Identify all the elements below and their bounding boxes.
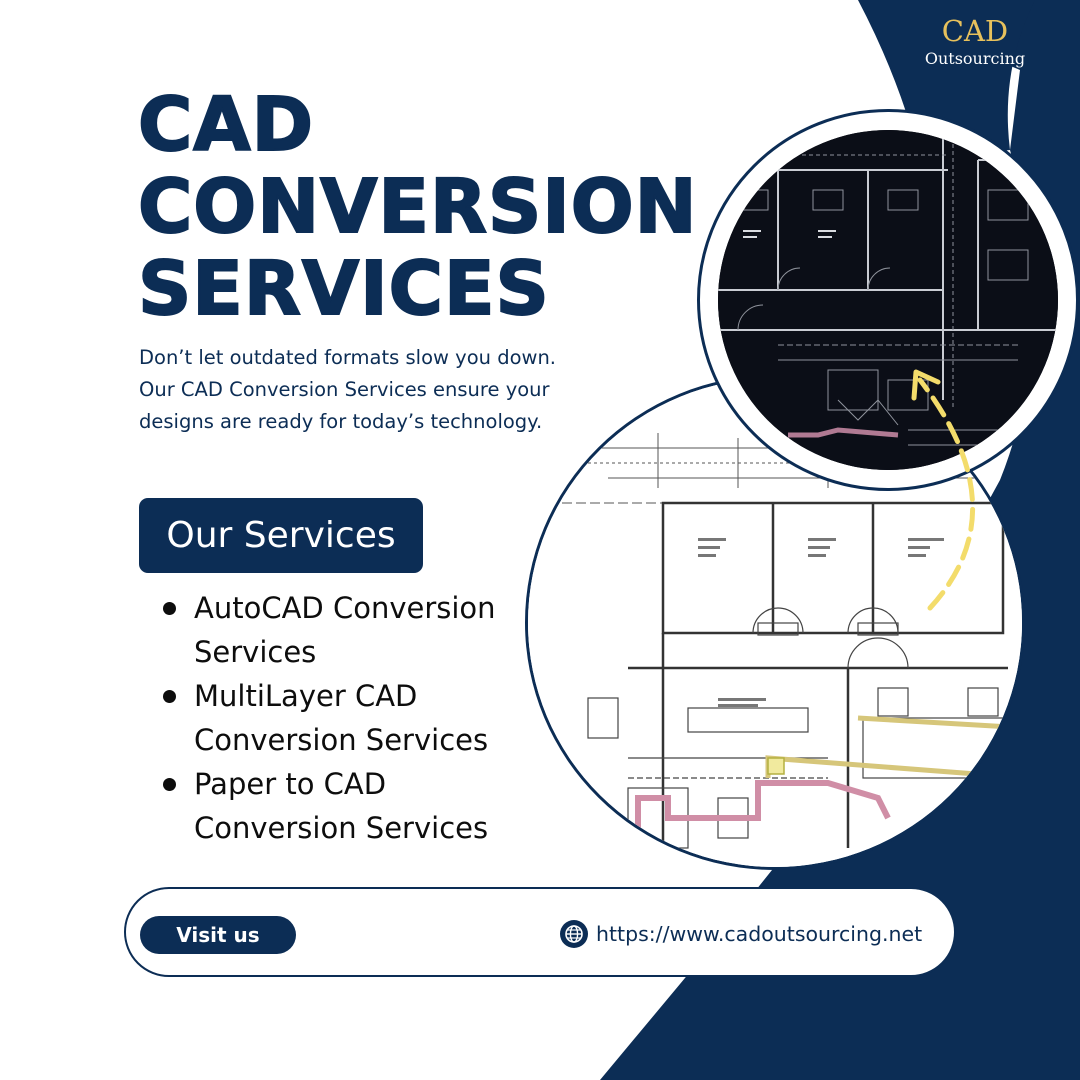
title-line-3: SERVICES <box>137 246 550 332</box>
footer-bar: Visit us https://www.cadoutsourcing.net <box>124 887 956 977</box>
dashed-arrow <box>911 369 976 611</box>
page-title: CAD CONVERSION SERVICES <box>137 82 698 332</box>
intro-paragraph: Don’t let outdated formats slow you down… <box>139 342 619 438</box>
title-line-1: CAD <box>137 82 315 168</box>
cad-drawing-circle <box>697 109 1079 491</box>
service-item-line: Conversion Services <box>194 811 489 845</box>
website-link[interactable]: https://www.cadoutsourcing.net <box>560 920 922 948</box>
logo-main-text: CAD <box>941 14 1009 48</box>
our-services-label: Our Services <box>166 515 396 556</box>
services-list: AutoCAD Conversion Services MultiLayer C… <box>160 586 530 850</box>
our-services-heading: Our Services <box>139 498 423 573</box>
list-item: AutoCAD Conversion Services <box>160 586 530 674</box>
floor-plan-cad-image <box>718 130 1058 470</box>
visit-us-button[interactable]: Visit us <box>140 916 296 954</box>
list-item: MultiLayer CAD Conversion Services <box>160 674 530 762</box>
website-url: https://www.cadoutsourcing.net <box>596 922 923 946</box>
title-line-2: CONVERSION <box>137 164 698 250</box>
service-item-line: Conversion Services <box>194 723 489 757</box>
globe-icon <box>560 920 588 948</box>
top-right-navy-shape <box>600 0 1080 1080</box>
paper-drawing-circle <box>525 375 1025 870</box>
service-item-line: AutoCAD Conversion <box>194 591 496 625</box>
list-item: Paper to CAD Conversion Services <box>160 762 530 850</box>
service-item-line: MultiLayer CAD <box>194 679 418 713</box>
brand-logo: CAD Outsourcing <box>905 14 1045 70</box>
cad-drawing-frame <box>718 130 1058 470</box>
visit-us-label: Visit us <box>176 923 260 947</box>
white-inner-curve <box>858 0 1035 160</box>
intro-line-3: designs are ready for today’s technology… <box>139 410 543 433</box>
service-item-line: Services <box>194 635 317 669</box>
intro-line-2: Our CAD Conversion Services ensure your <box>139 378 550 401</box>
logo-sub-text: Outsourcing <box>924 49 1026 68</box>
arrow-head <box>911 369 941 401</box>
arrow-path <box>917 377 976 611</box>
intro-line-1: Don’t let outdated formats slow you down… <box>139 346 557 369</box>
service-item-line: Paper to CAD <box>194 767 387 801</box>
